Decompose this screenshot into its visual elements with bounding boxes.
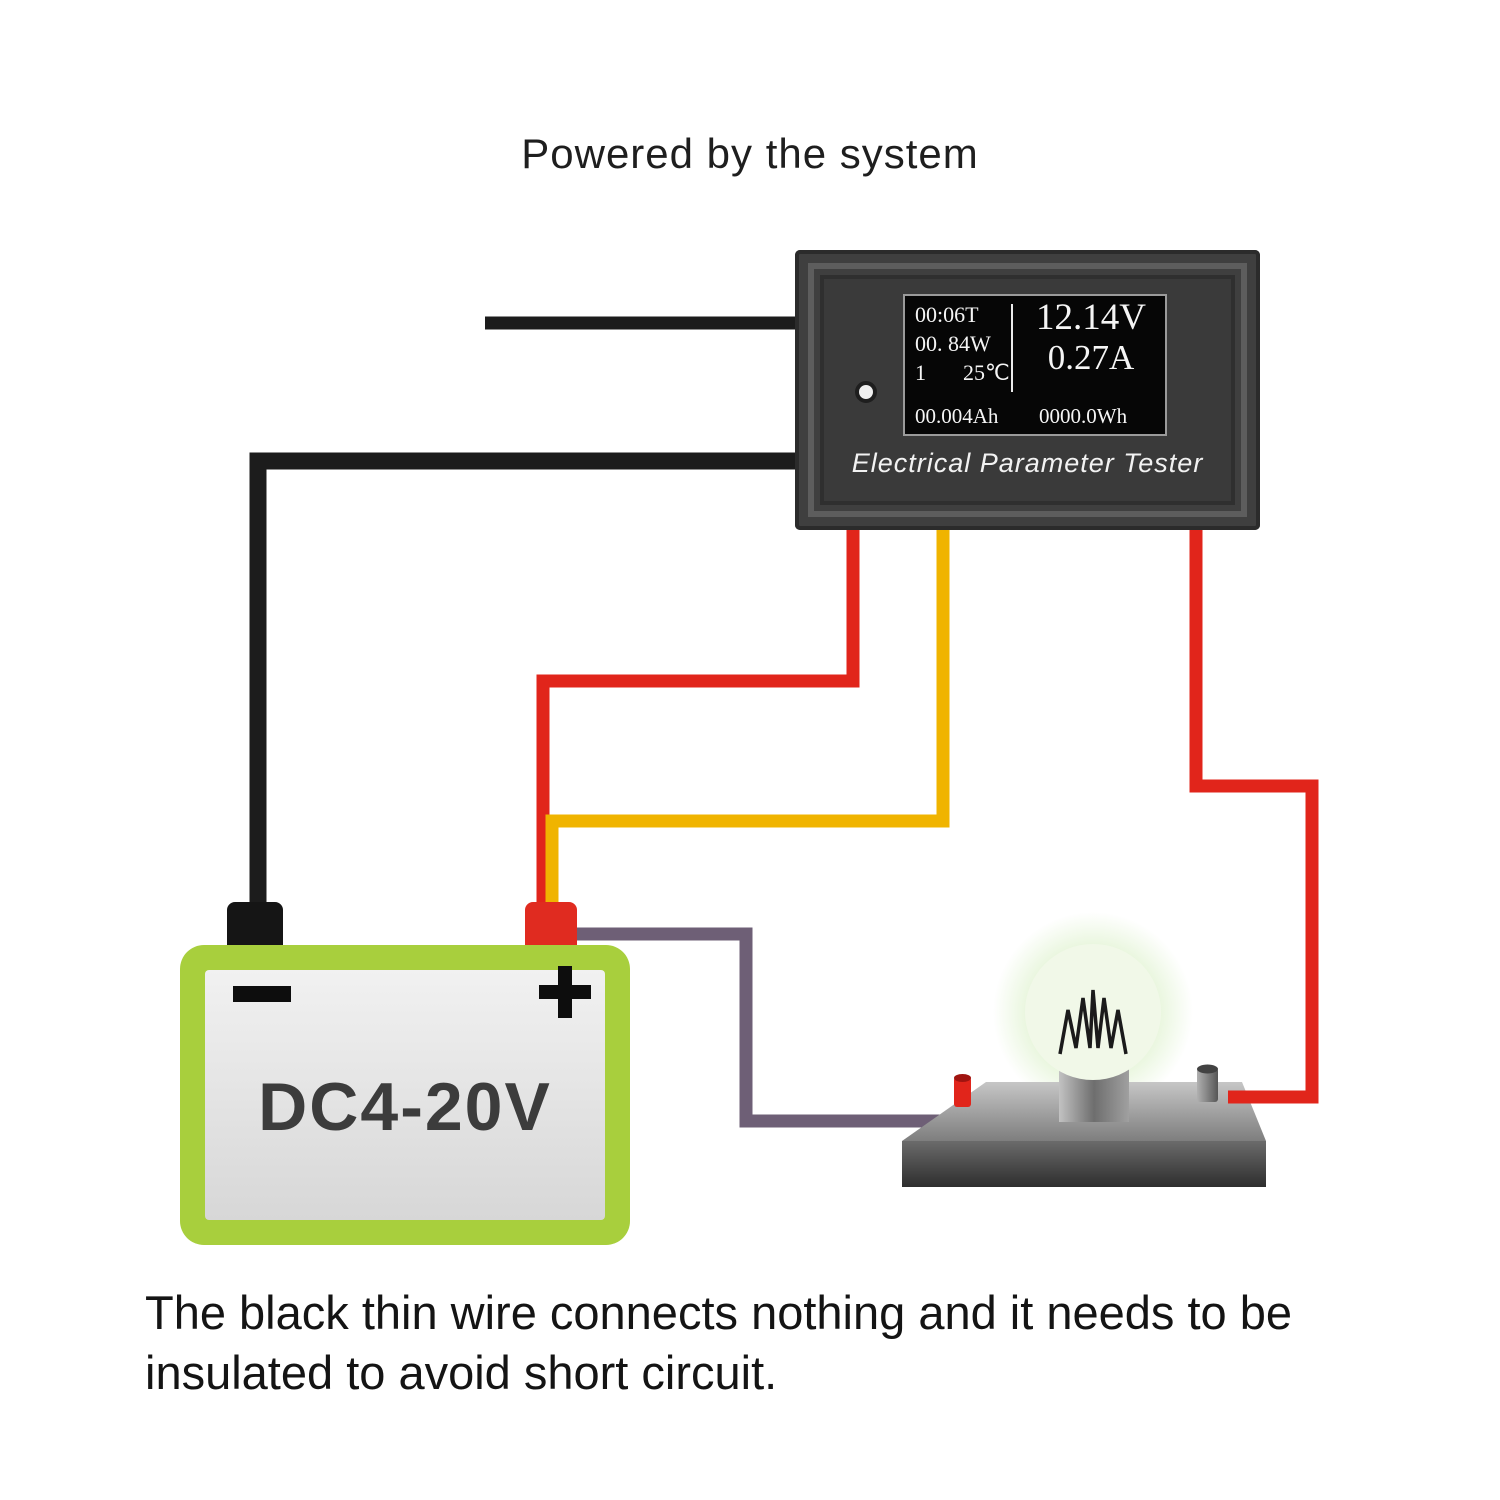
display-current: 0.27A	[1047, 338, 1135, 377]
display-energy: 0000.0Wh	[1039, 404, 1128, 428]
display-time: 00:06T	[915, 302, 979, 327]
battery-label: DC4-20V	[258, 1069, 552, 1145]
battery-terminal-positive	[525, 902, 577, 952]
display-mode: 1	[915, 360, 926, 385]
terminal-post-red-top	[954, 1074, 971, 1082]
tester-screen: 00:06T 00. 84W 1 25℃ 12.14V 0.27A 00.004…	[903, 294, 1167, 436]
terminal-post-gray-top	[1197, 1064, 1218, 1074]
terminal-post-red	[954, 1077, 971, 1107]
battery: DC4-20V	[180, 902, 630, 1245]
wire-red-left	[536, 526, 860, 912]
battery-body: DC4-20V	[180, 945, 630, 1245]
wire-red-right	[1189, 526, 1319, 1104]
note-line-1: The black thin wire connects nothing and…	[145, 1286, 1293, 1339]
minus-symbol	[233, 986, 291, 1002]
battery-terminal-negative	[227, 902, 283, 952]
display-voltage: 12.14V	[1036, 297, 1146, 338]
power-led	[855, 381, 877, 403]
parameter-tester-device: 00:06T 00. 84W 1 25℃ 12.14V 0.27A 00.004…	[795, 250, 1260, 530]
diagram-title: Powered by the system	[521, 130, 979, 177]
tester-bezel-outer	[808, 263, 1247, 517]
display-temperature: 25℃	[963, 360, 1010, 385]
wire-purple	[558, 927, 960, 1128]
wire-yellow	[545, 526, 950, 912]
display-power: 00. 84W	[915, 331, 991, 356]
note-line-2: insulated to avoid short circuit.	[145, 1346, 778, 1400]
display-capacity: 00.004Ah	[915, 404, 999, 428]
platform-front	[902, 1141, 1266, 1187]
display-divider	[1011, 304, 1013, 392]
terminal-post-gray	[1197, 1068, 1218, 1102]
note-text: The black thin wire connects nothing and…	[145, 1283, 1435, 1403]
plus-symbol	[537, 964, 593, 1020]
wire-black-thick	[249, 452, 800, 912]
tester-label: Electrical Parameter Tester	[851, 448, 1204, 478]
battery-panel: DC4-20V	[205, 966, 605, 1220]
bulb-filament	[1058, 989, 1128, 1055]
